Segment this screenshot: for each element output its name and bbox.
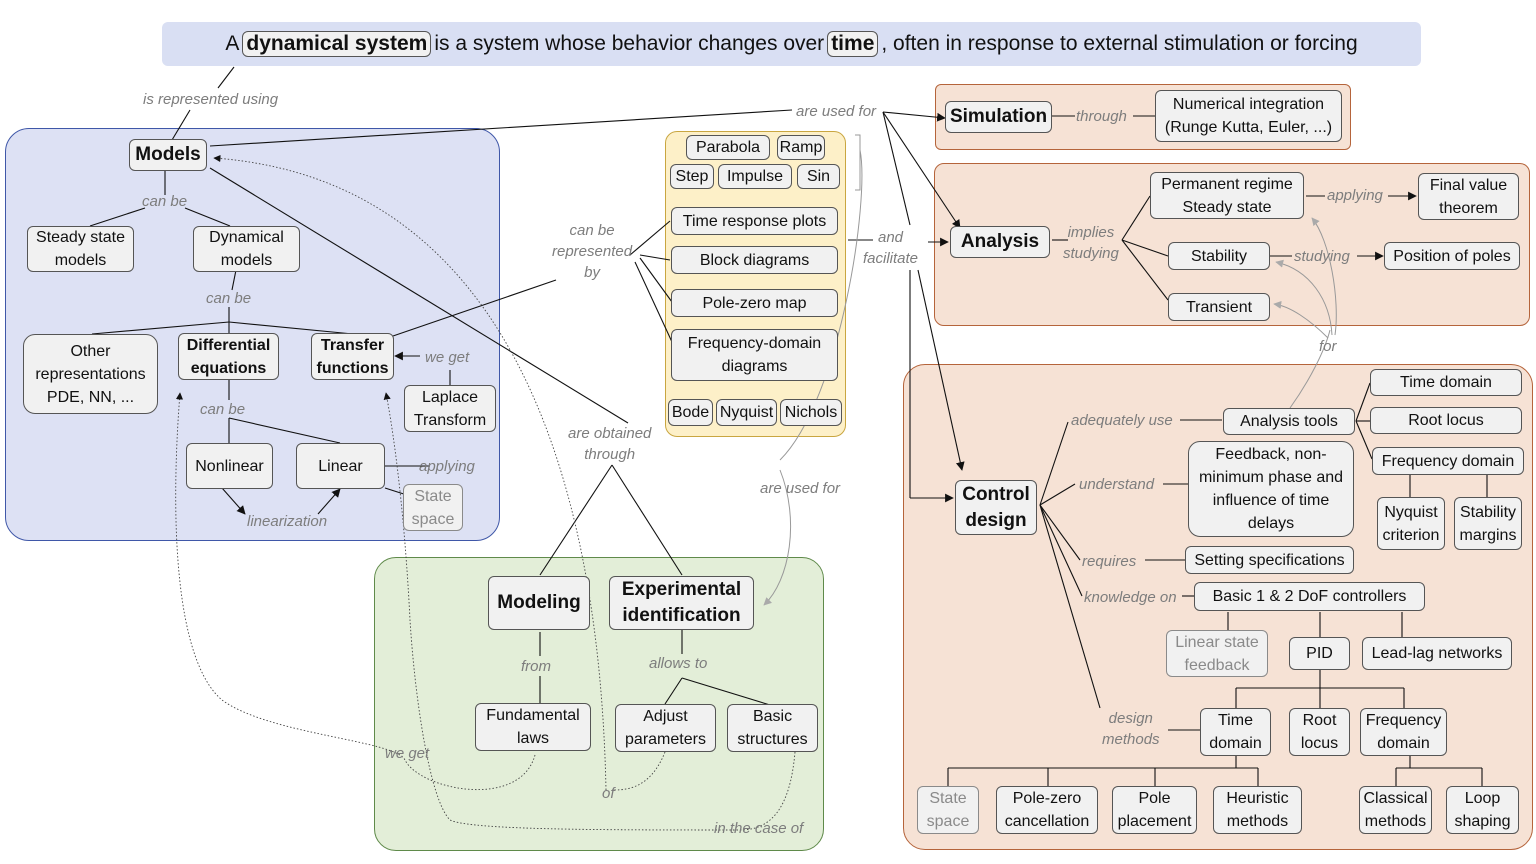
node-transient: Transient <box>1168 293 1270 321</box>
node-pole-zero-map: Pole-zero map <box>671 289 838 317</box>
node-analysis: Analysis <box>950 226 1050 258</box>
node-experimental-identification: Experimental identification <box>609 576 754 630</box>
node-pid: PID <box>1289 637 1350 670</box>
node-differential-equations: Differential equations <box>178 333 279 380</box>
node-time-domain-1: Time domain <box>1370 369 1522 396</box>
label-requires: requires <box>1082 553 1137 570</box>
node-heuristic-methods: Heuristic methods <box>1213 786 1302 834</box>
node-fundamental-laws: Fundamental laws <box>475 703 591 751</box>
definition-banner: A dynamical system is a system whose beh… <box>162 22 1421 66</box>
node-pole-placement: Pole placement <box>1112 786 1197 834</box>
node-numerical-integration: Numerical integration (Runge Kutta, Eule… <box>1155 90 1342 142</box>
node-frequency-domain-1: Frequency domain <box>1372 447 1524 475</box>
label-of: of <box>602 785 615 802</box>
node-analysis-tools: Analysis tools <box>1223 408 1355 435</box>
banner-prefix: A <box>225 32 240 55</box>
node-ramp: Ramp <box>777 135 825 160</box>
label-can-be-3: can be <box>200 401 246 418</box>
banner-term-time: time <box>827 31 879 57</box>
node-step: Step <box>670 164 714 189</box>
node-loop-shaping: Loop shaping <box>1446 786 1519 834</box>
label-can-be-represented-by: can be represented by <box>552 222 633 281</box>
node-basic-controllers: Basic 1 & 2 DoF controllers <box>1194 582 1425 611</box>
node-frequency-domain-diagrams: Frequency-domain diagrams <box>671 329 838 381</box>
node-permanent-regime: Permanent regime Steady state <box>1150 172 1304 219</box>
node-feedback-nmp: Feedback, non- minimum phase and influen… <box>1188 441 1354 537</box>
node-control-design: Control design <box>955 480 1037 535</box>
label-we-get-1: we get <box>425 349 470 366</box>
label-linearization: linearization <box>247 513 328 530</box>
label-can-be-1: can be <box>142 193 188 210</box>
node-time-response-plots: Time response plots <box>671 207 838 235</box>
node-impulse: Impulse <box>718 164 792 189</box>
node-transfer-functions: Transfer functions <box>311 333 394 380</box>
node-dynamical-models: Dynamical models <box>193 226 300 272</box>
label-we-get-2: we get <box>385 745 430 762</box>
node-steady-state-models: Steady state models <box>27 226 134 272</box>
node-sin: Sin <box>797 164 840 189</box>
label-knowledge-on: knowledge on <box>1084 589 1177 606</box>
node-lead-lag-networks: Lead-lag networks <box>1362 637 1512 670</box>
node-nichols: Nichols <box>780 399 842 426</box>
label-adequately-use: adequately use <box>1071 412 1173 429</box>
node-linear-state-feedback: Linear state feedback <box>1166 630 1268 677</box>
node-state-space-2: State space <box>917 786 979 834</box>
label-is-represented-using: is represented using <box>143 91 279 108</box>
banner-term-dynamical-system: dynamical system <box>242 31 432 57</box>
node-pole-zero-cancellation: Pole-zero cancellation <box>996 786 1098 834</box>
node-position-of-poles: Position of poles <box>1384 242 1520 270</box>
label-studying: studying <box>1294 248 1350 265</box>
label-implies-studying: implies studying <box>1063 224 1119 262</box>
node-models: Models <box>129 139 207 171</box>
node-other-representations: Other representations PDE, NN, ... <box>23 334 158 414</box>
node-classical-methods: Classical methods <box>1359 786 1432 834</box>
node-time-domain-2: Time domain <box>1200 708 1271 756</box>
node-state-space-1: State space <box>403 484 463 531</box>
node-parabola: Parabola <box>686 135 770 160</box>
label-through: through <box>1076 108 1127 125</box>
node-basic-structures: Basic structures <box>727 704 818 752</box>
label-and-facilitate: and facilitate <box>863 229 919 267</box>
label-are-obtained-through: are obtained through <box>568 425 652 463</box>
label-for: for <box>1319 338 1337 355</box>
label-understand: understand <box>1079 476 1155 493</box>
node-root-locus-2: Root locus <box>1289 708 1350 756</box>
node-modeling: Modeling <box>488 576 590 630</box>
node-nyquist-criterion: Nyquist criterion <box>1377 497 1445 550</box>
node-simulation: Simulation <box>945 101 1052 133</box>
node-nyquist: Nyquist <box>716 399 777 426</box>
node-linear: Linear <box>296 443 385 489</box>
node-stability-margins: Stability margins <box>1454 497 1522 550</box>
label-applying-2: applying <box>1327 187 1383 204</box>
node-block-diagrams: Block diagrams <box>671 246 838 274</box>
node-adjust-parameters: Adjust parameters <box>615 704 716 752</box>
label-applying-1: applying <box>419 458 475 475</box>
node-root-locus-1: Root locus <box>1370 407 1522 434</box>
label-can-be-2: can be <box>206 290 252 307</box>
node-laplace-transform: Laplace Transform <box>404 385 496 432</box>
label-are-used-for-mid: are used for <box>760 480 841 497</box>
label-allows-to: allows to <box>649 655 708 672</box>
label-design-methods: design methods <box>1102 710 1160 748</box>
node-final-value-theorem: Final value theorem <box>1418 173 1519 220</box>
banner-middle: is a system whose behavior changes over <box>434 32 825 55</box>
node-setting-specifications: Setting specifications <box>1185 546 1354 574</box>
node-frequency-domain-2: Frequency domain <box>1360 708 1447 756</box>
banner-suffix: , often in response to external stimulat… <box>881 32 1358 55</box>
node-bode: Bode <box>668 399 713 426</box>
label-from: from <box>521 658 551 675</box>
node-nonlinear: Nonlinear <box>186 443 273 489</box>
label-are-used-for-top: are used for <box>796 103 877 120</box>
node-stability: Stability <box>1168 242 1270 270</box>
label-in-the-case-of: in the case of <box>714 820 804 837</box>
